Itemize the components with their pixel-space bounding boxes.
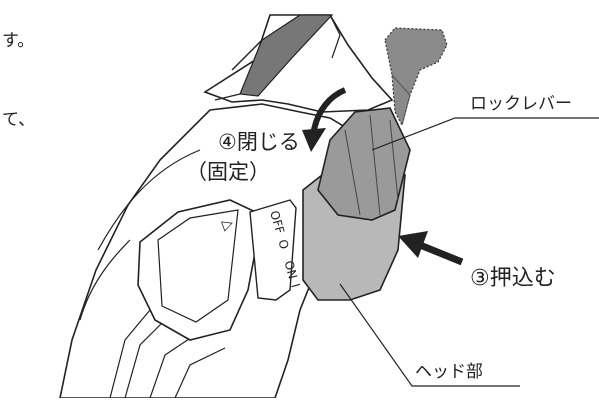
strap-tab — [384, 27, 448, 127]
switch-off-mark: OFF — [267, 209, 287, 235]
text-fragment-1: す。 — [2, 31, 35, 51]
head-leader — [339, 283, 520, 387]
close-arrow — [311, 87, 347, 131]
switch-i-mark: I — [288, 282, 302, 289]
text-fragment-2: て、 — [2, 110, 36, 130]
label-head: ヘッド部 — [415, 362, 483, 382]
push-arrow — [418, 241, 464, 266]
close-arrow-head — [302, 128, 326, 152]
switch-on-mark: ON — [281, 259, 300, 281]
switch-panel — [249, 199, 297, 301]
push-arrow-head — [398, 231, 428, 258]
switch-button — [137, 199, 263, 341]
switch-o-mark: O — [275, 238, 291, 251]
label-push-in: ③押込む — [470, 266, 556, 291]
label-fixed: （固定） — [186, 160, 270, 184]
label-close: ④閉じる — [218, 130, 300, 154]
lock-lever-leader — [371, 117, 599, 151]
label-lock-lever: ロックレバー — [470, 94, 572, 114]
lock-lever — [317, 107, 411, 221]
